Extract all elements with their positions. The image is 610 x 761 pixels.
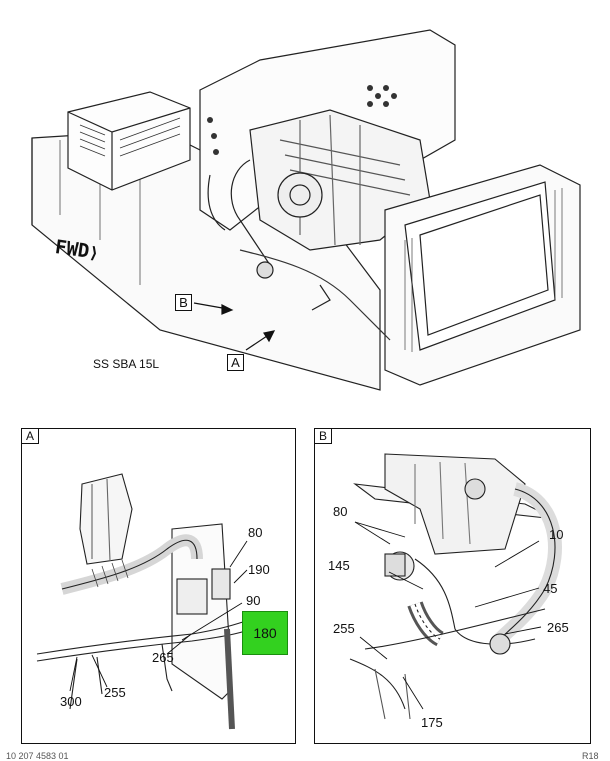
detail-b-part-145: 145 xyxy=(328,558,350,573)
detail-b-panel: B xyxy=(314,428,591,744)
callout-b-box[interactable]: B xyxy=(175,294,192,311)
detail-b-part-45: 45 xyxy=(543,581,558,596)
detail-a-part-180-highlight[interactable]: 180 xyxy=(242,611,288,655)
footer-drawing-number: 10 207 4583 01 xyxy=(6,751,69,761)
detail-b-part-10: 10 xyxy=(549,527,564,542)
callout-a-box[interactable]: A xyxy=(227,354,244,371)
callout-a-label: A xyxy=(231,355,240,370)
forward-label-text: FWD xyxy=(53,236,91,263)
footer-revision: R18 xyxy=(582,751,599,761)
detail-b-part-255: 255 xyxy=(333,621,355,636)
detail-a-part-300: 300 xyxy=(60,694,82,709)
detail-a-tag: A xyxy=(22,429,40,444)
detail-b-drawing xyxy=(349,453,562,720)
detail-a-part-80: 80 xyxy=(248,525,263,540)
detail-a-part-90: 90 xyxy=(246,593,261,608)
detail-a-panel: A xyxy=(21,428,296,744)
detail-a-part-265: 265 xyxy=(152,650,174,665)
model-label: SS SBA 15L xyxy=(93,357,160,371)
main-view: FWD⟩ B A SS SBA 15L xyxy=(31,29,581,391)
detail-a-part-190: 190 xyxy=(248,562,270,577)
detail-a-part-180: 180 xyxy=(253,625,277,641)
callout-b-label: B xyxy=(179,295,188,310)
detail-b-part-175: 175 xyxy=(421,715,443,730)
detail-b-tag: B xyxy=(315,429,333,444)
detail-b-part-80: 80 xyxy=(333,504,348,519)
detail-a-part-255: 255 xyxy=(104,685,126,700)
detail-b-part-265: 265 xyxy=(547,620,569,635)
detail-a-drawing xyxy=(36,473,253,730)
engine-assembly-drawing xyxy=(31,29,581,391)
